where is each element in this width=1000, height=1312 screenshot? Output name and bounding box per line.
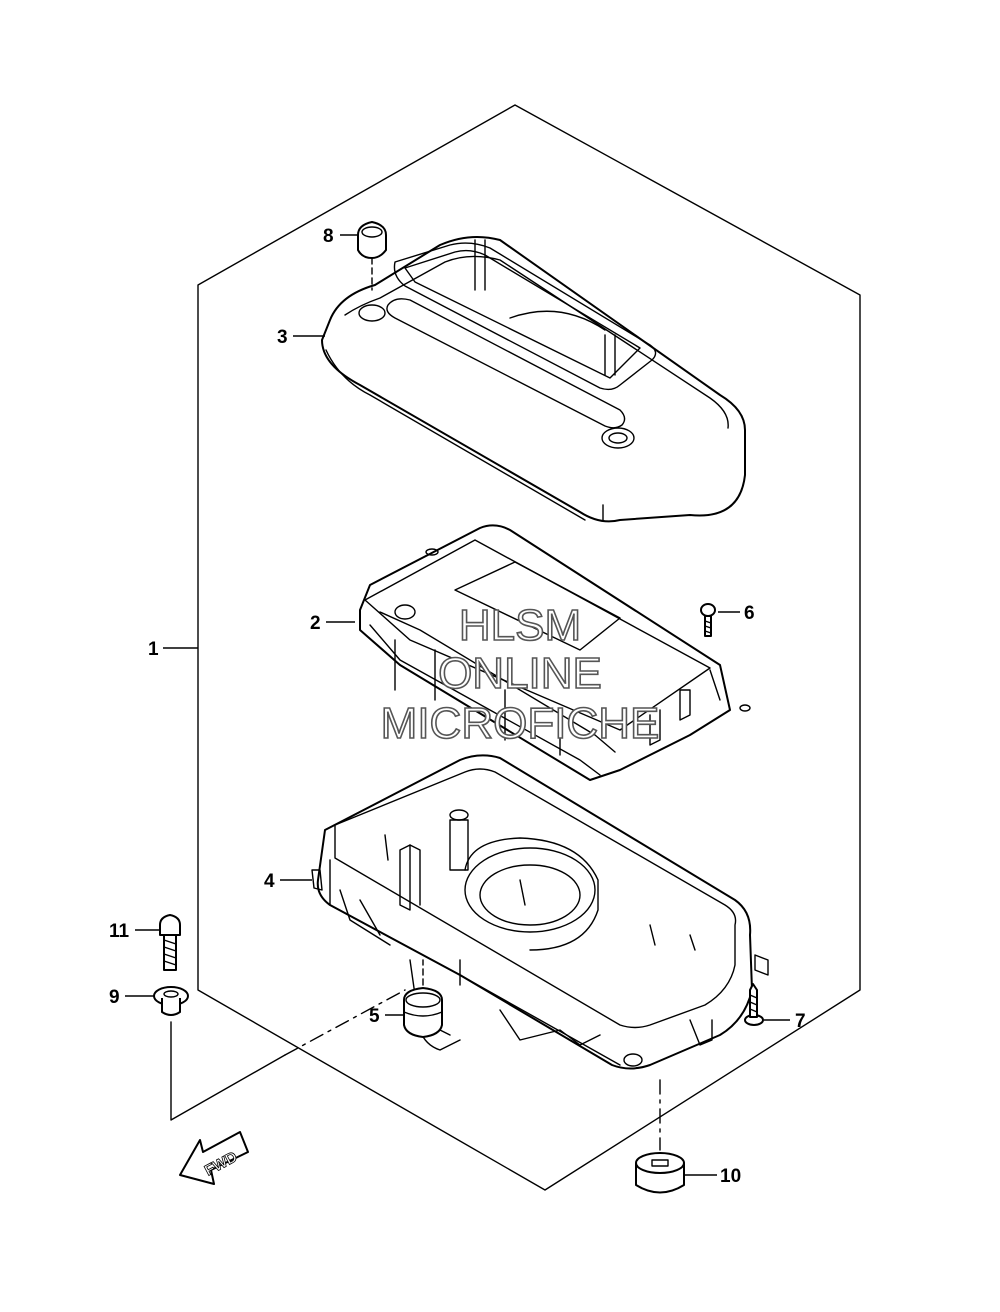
callout-9: 9	[109, 987, 120, 1008]
callout-10: 10	[720, 1166, 741, 1187]
callout-7: 7	[795, 1011, 806, 1032]
fwd-arrow-icon: FWD	[179, 1131, 249, 1185]
part-11-bolt[interactable]	[159, 914, 181, 971]
part-5-grommet[interactable]	[403, 959, 443, 1038]
assembly-boundary	[197, 104, 861, 1191]
callout-1: 1	[148, 639, 159, 660]
watermark-line-3: MICROFICHE	[381, 699, 660, 748]
part-9-bushing[interactable]	[153, 986, 189, 1016]
part-8-cap[interactable]	[357, 221, 387, 291]
callout-3: 3	[277, 327, 288, 348]
callout-8: 8	[323, 226, 334, 247]
part-6-screw[interactable]	[700, 603, 716, 637]
part-4-lower-case[interactable]	[311, 754, 769, 1070]
callout-4: 4	[264, 871, 275, 892]
part-2-meter-board[interactable]	[359, 524, 751, 781]
centerline-11-9	[170, 1021, 286, 1121]
callout-5: 5	[369, 1006, 380, 1027]
callout-11: 11	[109, 921, 130, 942]
watermark: HLSM ONLINE MICROFICHE	[380, 600, 660, 749]
callout-2: 2	[310, 613, 321, 634]
part-3-cover[interactable]	[321, 235, 746, 523]
watermark-line-1: HLSM	[459, 601, 581, 650]
callout-6: 6	[744, 603, 755, 624]
watermark-line-2: ONLINE	[438, 649, 602, 698]
part-7-screw[interactable]	[744, 983, 764, 1026]
part-10-cushion[interactable]	[635, 1152, 685, 1194]
centerline-5	[284, 989, 406, 1056]
